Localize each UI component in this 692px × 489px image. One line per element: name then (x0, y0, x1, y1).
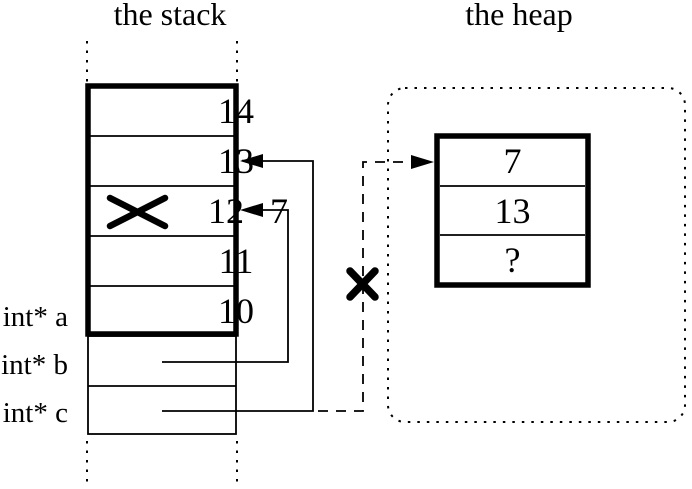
frame-label-a: int* a (2, 300, 68, 333)
dangling-pointer-dashed-line (318, 161, 413, 412)
stack-cell-value: 10 (218, 291, 254, 331)
stack-cell-3: 11 (88, 236, 254, 286)
heap-cell-value: 7 (503, 141, 522, 181)
heap-title: the heap (465, 0, 573, 32)
stack-cell-value: 14 (218, 91, 254, 131)
broken-pointer-cross-icon (346, 267, 379, 301)
stack-cell-0: 14 (88, 86, 254, 136)
heap-cell-value: ? (504, 240, 521, 280)
heap-cell-2: ? (437, 235, 588, 285)
stack-title: the stack (113, 0, 227, 32)
stack-cell-4: 10 (88, 286, 254, 336)
heap-cell-0: 7 (437, 136, 588, 186)
dangling-pointer-arrowhead-icon (411, 155, 434, 169)
heap-cell-1: 13 (437, 186, 588, 236)
stack-frame-cells-box (87, 335, 237, 435)
frame-label-c: int* c (2, 396, 68, 429)
stack-cell-1: 13 (88, 136, 254, 186)
frame-label-b: int* b (1, 348, 68, 381)
stack-cell-old-value: 12 (208, 191, 244, 231)
stack-cell-new-value: 7 (270, 191, 288, 231)
stack-cell-2-overwritten: 12 7 (88, 186, 288, 236)
heap-cell-value: 13 (494, 191, 531, 231)
stack-cell-value: 13 (218, 141, 254, 181)
stack-cell-value: 11 (218, 241, 254, 281)
